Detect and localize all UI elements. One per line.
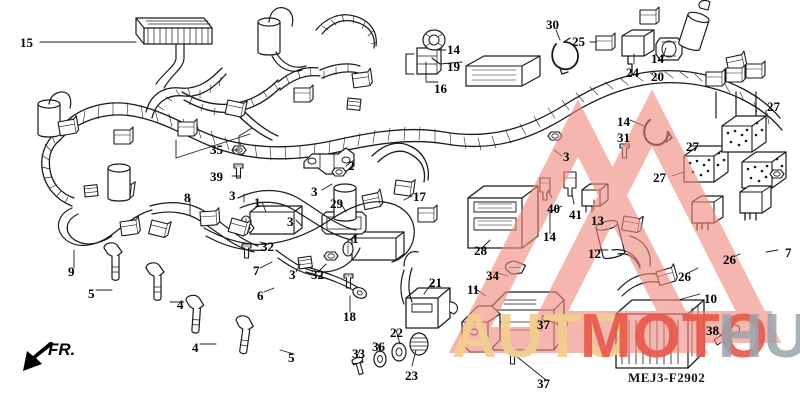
- callout-number-17: 17: [413, 189, 426, 204]
- callout-number-15: 15: [20, 35, 33, 50]
- callout-number-11: 11: [467, 282, 480, 297]
- callout-number-14: 14: [617, 114, 630, 129]
- callout-number-23: 23: [405, 368, 418, 383]
- callout-number-22: 22: [390, 325, 403, 340]
- callout-number-39: 39: [210, 169, 223, 184]
- callout-number-40: 40: [547, 201, 560, 216]
- callout-number-10: 10: [704, 291, 717, 306]
- callout-number-9: 9: [68, 264, 75, 279]
- callout-number-6: 6: [257, 288, 264, 303]
- callout-number-1: 1: [254, 195, 261, 210]
- callout-number-5: 5: [288, 350, 295, 365]
- callout-number-13: 13: [591, 213, 604, 228]
- callout-number-32: 32: [311, 267, 324, 282]
- callout-number-5: 5: [88, 286, 95, 301]
- callout-number-38: 38: [706, 323, 719, 338]
- callout-number-14: 14: [447, 42, 460, 57]
- callout-number-4: 4: [192, 340, 199, 355]
- callout-number-3: 3: [287, 214, 294, 229]
- callout-number-3: 3: [311, 184, 318, 199]
- callout-number-31: 31: [617, 130, 630, 145]
- callout-number-18: 18: [343, 309, 356, 324]
- callout-number-4: 4: [177, 297, 184, 312]
- callout-number-2: 2: [348, 158, 355, 173]
- callout-number-16: 16: [434, 81, 447, 96]
- callout-number-37: 37: [537, 376, 550, 391]
- callout-number-3: 3: [289, 267, 296, 282]
- callout-number-29: 29: [330, 196, 343, 211]
- callout-number-3: 3: [563, 149, 570, 164]
- callout-number-26: 26: [678, 269, 691, 284]
- callout-number-19: 19: [447, 59, 460, 74]
- callout-number-25: 25: [572, 34, 585, 49]
- callout-number-14: 14: [651, 51, 664, 66]
- front-direction-label: FR.: [48, 340, 76, 359]
- callout-number-26: 26: [723, 252, 736, 267]
- callout-number-37: 37: [537, 317, 550, 332]
- callout-number-41: 41: [569, 207, 582, 222]
- callout-number-7: 7: [253, 263, 260, 278]
- front-direction-arrow: [23, 342, 54, 371]
- callout-number-1: 1: [352, 231, 359, 246]
- callout-number-20: 20: [651, 69, 664, 84]
- callout-number-36: 36: [372, 339, 385, 354]
- callout-number-34: 34: [486, 268, 499, 283]
- callout-number-8: 8: [184, 190, 191, 205]
- callout-number-28: 28: [474, 243, 487, 258]
- callout-number-12: 12: [588, 246, 601, 261]
- callout-number-27: 27: [686, 139, 699, 154]
- part-number-label: MEJ3-F2902: [628, 370, 706, 385]
- callout-number-33: 33: [352, 346, 365, 361]
- callout-number-32: 32: [261, 239, 274, 254]
- callout-number-35: 35: [210, 142, 223, 157]
- callout-number-27: 27: [767, 99, 780, 114]
- callout-number-3: 3: [229, 188, 236, 203]
- callout-number-27: 27: [653, 170, 666, 185]
- callout-number-7: 7: [785, 245, 792, 260]
- callout-number-30: 30: [546, 17, 559, 32]
- callout-number-24: 24: [626, 65, 639, 80]
- callout-number-21: 21: [429, 275, 442, 290]
- callout-number-14: 14: [543, 229, 556, 244]
